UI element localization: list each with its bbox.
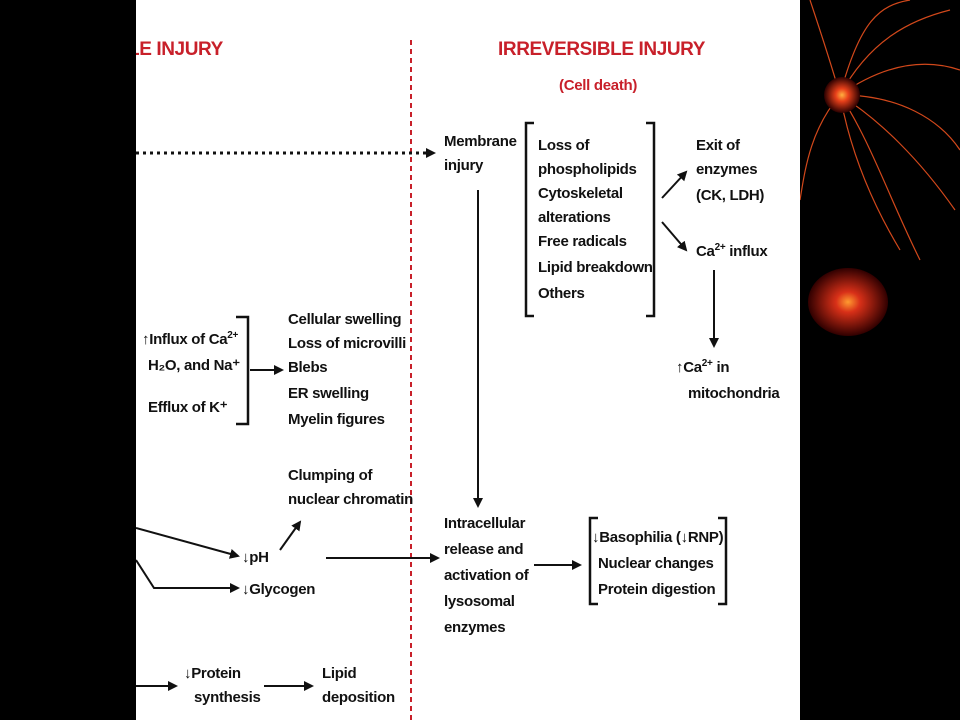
influx-bracket (236, 315, 250, 426)
ca-influx-sup: 2+ (714, 242, 726, 253)
nuclear-effect-3: Protein digestion (598, 581, 716, 598)
ca-influx-suffix: influx (725, 243, 768, 260)
nuclear-bracket-left (588, 516, 598, 606)
ornament-graphic (800, 0, 960, 336)
up-arrow-icon: ↑ (676, 359, 684, 376)
arrow-clumping (279, 520, 302, 551)
glow-orb-middle (808, 268, 888, 336)
lysosomal-line2: release and (444, 541, 524, 558)
irreversible-injury-heading: IRREVERSIBLE INJURY (498, 39, 706, 60)
ph-label: ↓pH (242, 549, 269, 566)
exit-enzymes-line2: enzymes (696, 161, 758, 178)
influx-text: ↑Influx of Ca (142, 331, 228, 348)
exit-enzymes-line3: (CK, LDH) (696, 187, 765, 204)
nuclear-effect-1-text: Basophilia (↓RNP) (599, 529, 724, 546)
glycogen-label: ↓Glycogen (242, 581, 316, 598)
membrane-bracket-right (646, 121, 656, 318)
influx-line1: ↑Influx of Ca2+ (142, 330, 238, 349)
diagram-panel: LE INJURY IRREVERSIBLE INJURY (Cell deat… (136, 0, 800, 720)
influx-sup: 2+ (227, 330, 239, 341)
clumping-1: Clumping of (288, 467, 373, 484)
swelling-2: Loss of microvilli (288, 335, 406, 352)
membrane-effect-6: Lipid breakdown (538, 259, 653, 276)
exit-enzymes-line1: Exit of (696, 137, 740, 154)
ca-mito-suffix: in (712, 359, 730, 376)
nuclear-effect-1: ↓Basophilia (↓RNP) (592, 528, 724, 547)
membrane-effect-4: alterations (538, 209, 611, 226)
efflux-line: Efflux of K⁺ (148, 399, 228, 416)
ca-influx: Ca2+ influx (696, 242, 768, 261)
lipid-line1: Lipid (322, 665, 357, 682)
membrane-effect-5: Free radicals (538, 233, 627, 250)
protein-line1: ↓Protein (184, 665, 241, 682)
arrow-ph (136, 527, 240, 559)
membrane-effect-7: Others (538, 285, 585, 302)
lipid-line2: deposition (322, 689, 395, 706)
lysosomal-line4: lysosomal (444, 593, 515, 610)
decorative-background (800, 0, 960, 720)
ca-influx-text: Ca (696, 243, 715, 260)
membrane-injury-line2: injury (444, 157, 484, 174)
membrane-injury-line1: Membrane (444, 133, 517, 150)
swelling-5: Myelin figures (288, 411, 385, 428)
lysosomal-line1: Intracellular (444, 515, 526, 532)
ca-mito-line1: ↑Ca2+ in (676, 358, 729, 377)
nuclear-bracket-right (718, 516, 728, 606)
protein-line2: synthesis (194, 689, 261, 706)
influx-line2: H₂O, and Na⁺ (148, 357, 240, 374)
reversible-injury-heading: LE INJURY (136, 39, 223, 60)
membrane-effect-2: phospholipids (538, 161, 637, 178)
ca-mito-text: Ca (683, 359, 702, 376)
lysosomal-line3: activation of (444, 567, 529, 584)
arrow-glycogen (136, 559, 240, 593)
down-arrow-icon: ↓ (592, 529, 600, 546)
diagram-connectors (136, 40, 728, 720)
swelling-4: ER swelling (288, 385, 369, 402)
arrow-exit-enzymes (661, 170, 688, 199)
lysosomal-line5: enzymes (444, 619, 506, 636)
ca-mito-sup: 2+ (701, 358, 713, 369)
glow-orb-top (824, 77, 860, 113)
arrow-ca-influx (661, 221, 688, 252)
clumping-2: nuclear chromatin (288, 491, 413, 508)
membrane-bracket-left (524, 121, 534, 318)
swelling-3: Blebs (288, 359, 328, 376)
swelling-1: Cellular swelling (288, 311, 402, 328)
cell-death-subheading: (Cell death) (559, 77, 638, 94)
nuclear-effect-2: Nuclear changes (598, 555, 714, 572)
membrane-effect-3: Cytoskeletal (538, 185, 623, 202)
ca-mito-line2: mitochondria (688, 385, 780, 402)
membrane-effect-1: Loss of (538, 137, 590, 154)
